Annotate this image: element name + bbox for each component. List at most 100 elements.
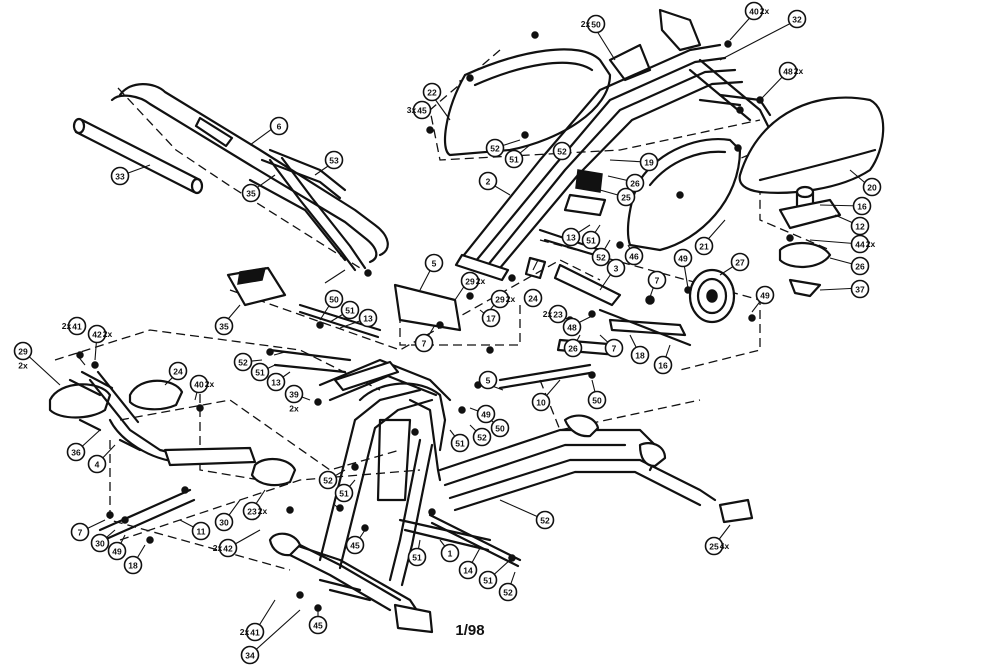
callout-7: 7 <box>604 338 624 358</box>
callout-number: 26 <box>855 262 865 272</box>
callout-16: 16 <box>653 355 673 375</box>
callout-number: 51 <box>483 576 493 586</box>
callout-3: 3 <box>606 258 626 278</box>
callout-51: 51 <box>581 230 601 250</box>
callout-number: 26 <box>568 344 578 354</box>
callout-number: 17 <box>486 314 496 324</box>
callout-45: 45 <box>345 535 365 555</box>
callout-number: 29 <box>465 277 475 287</box>
callout-quantity: 2x <box>205 379 215 389</box>
callout-6: 6 <box>269 116 289 136</box>
callout-circle <box>498 582 518 602</box>
callout-number: 5 <box>486 376 491 386</box>
callout-circle <box>744 1 764 21</box>
callout-20: 20 <box>862 177 882 197</box>
callout-circle <box>624 246 644 266</box>
callout-number: 40 <box>749 7 759 17</box>
callout-50: 50 <box>587 390 607 410</box>
pulley-wheel <box>688 268 736 324</box>
callout-number: 42 <box>92 330 102 340</box>
callout-number: 7 <box>422 339 427 349</box>
callout-34: 34 <box>240 645 260 665</box>
callout-circle <box>250 362 270 382</box>
callout-17: 17 <box>481 308 501 328</box>
callout-number: 32 <box>792 15 802 25</box>
callout-7: 7 <box>647 270 667 290</box>
upright-frame <box>454 8 772 282</box>
callout-quantity: 2x <box>760 6 770 16</box>
callout-circle <box>191 521 211 541</box>
callout-circle <box>625 173 645 193</box>
callout-number: 4 <box>95 460 100 470</box>
callout-number: 40 <box>194 380 204 390</box>
callout-number: 30 <box>95 539 105 549</box>
callout-circle <box>755 285 775 305</box>
callout-circle <box>704 536 724 556</box>
callout-52: 52 <box>552 141 572 161</box>
callout-circle <box>340 300 360 320</box>
callout-number: 50 <box>329 295 339 305</box>
callout-number: 18 <box>635 351 645 361</box>
callout-49: 49 <box>755 285 775 305</box>
callout-circle <box>504 149 524 169</box>
callout-number: 34 <box>245 651 255 661</box>
callout-circle <box>233 352 253 372</box>
callout-number: 45 <box>313 621 323 631</box>
callout-number: 50 <box>495 424 505 434</box>
callout-circle <box>862 177 882 197</box>
callout-number: 22 <box>427 88 437 98</box>
callout-number: 19 <box>644 158 654 168</box>
callout-quantity: 2x <box>543 309 553 319</box>
callout-circle <box>107 541 127 561</box>
callout-49: 49 <box>673 248 693 268</box>
callout-number: 20 <box>867 183 877 193</box>
callout-circle <box>850 279 870 299</box>
callout-number: 13 <box>566 233 576 243</box>
callout-quantity: 2x <box>506 294 516 304</box>
callout-circle <box>778 61 798 81</box>
callout-circle <box>478 171 498 191</box>
callout-number: 50 <box>591 20 601 30</box>
callout-circle <box>850 234 870 254</box>
callout-circle <box>440 543 460 563</box>
callout-circle <box>787 9 807 29</box>
callout-circle <box>242 501 262 521</box>
callout-number: 52 <box>540 516 550 526</box>
footrest-assembly <box>48 370 297 487</box>
callout-number: 51 <box>509 155 519 165</box>
callout-circle <box>850 216 870 236</box>
callout-circle <box>653 355 673 375</box>
callout-51: 51 <box>407 547 427 567</box>
callout-number: 11 <box>197 527 206 537</box>
callout-number: 48 <box>567 323 577 333</box>
callout-number: 10 <box>536 398 546 408</box>
callout-36: 36 <box>66 442 86 462</box>
callout-number: 29 <box>495 295 505 305</box>
callout-53: 53 <box>324 150 344 170</box>
callout-circle <box>478 570 498 590</box>
callout-7: 7 <box>70 522 90 542</box>
callout-number: 49 <box>481 410 491 420</box>
callout-13: 13 <box>266 372 286 392</box>
callout-circle <box>481 308 501 328</box>
callout-circle <box>587 390 607 410</box>
callout-circle <box>67 316 87 336</box>
callout-16: 16 <box>852 196 872 216</box>
callout-51: 51 <box>450 433 470 453</box>
callout-number: 49 <box>678 254 688 264</box>
callout-number: 52 <box>596 253 606 263</box>
callout-circle <box>639 152 659 172</box>
callout-circle <box>586 14 606 34</box>
callout-2: 2 <box>478 171 498 191</box>
callout-number: 48 <box>783 67 793 77</box>
callout-circle <box>673 248 693 268</box>
callout-circle <box>123 555 143 575</box>
callout-number: 45 <box>350 541 360 551</box>
